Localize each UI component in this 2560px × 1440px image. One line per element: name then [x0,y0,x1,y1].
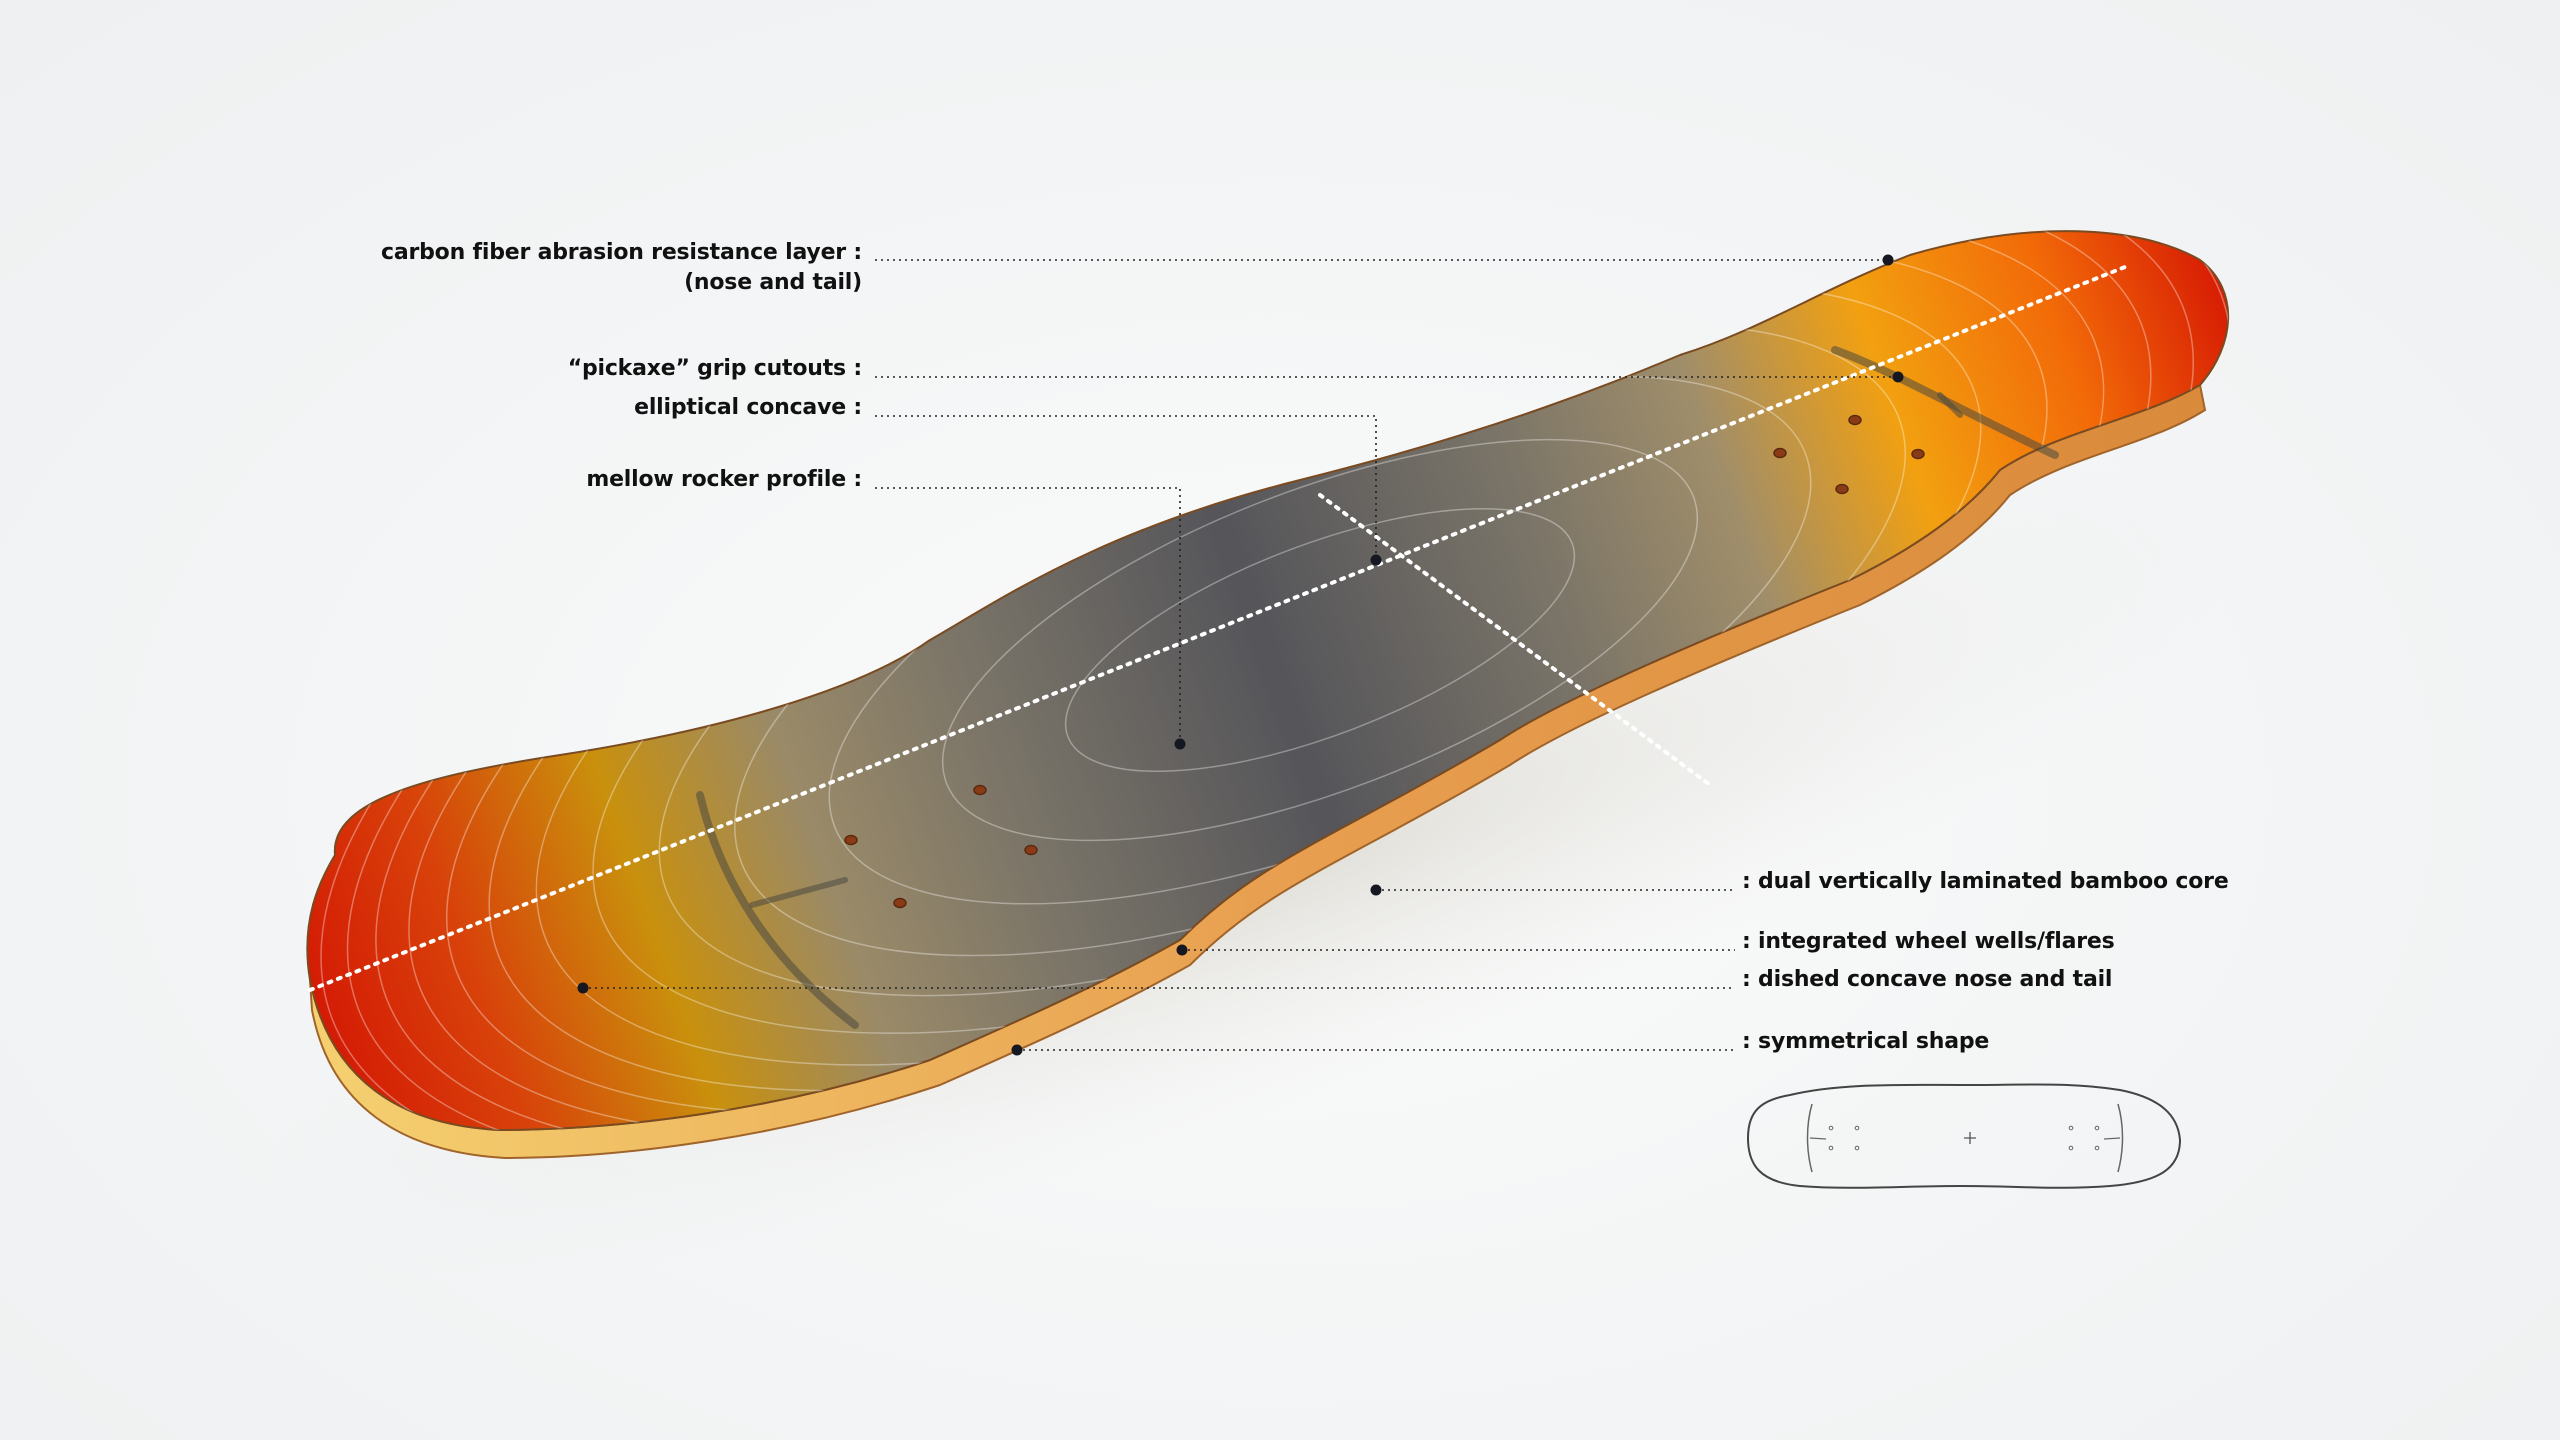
outline-grip-right [2117,1103,2124,1173]
truck-hole [973,784,987,796]
leader-rocker [875,487,1181,744]
truck-hole [1773,447,1787,459]
anchor-dot-carbon-fiber [1882,254,1894,266]
outline-grip-right-spur [2103,1137,2121,1140]
truck-holes [844,414,1925,909]
transverse-axis [1318,493,1712,787]
outline-grip-left [1806,1103,1813,1173]
label-wheel-wells: : integrated wheel wells/flares [1742,929,2115,954]
anchor-dot-bamboo [1370,884,1382,896]
anchor-dot-dished [577,982,589,994]
label-elliptical-concave: elliptical concave : [634,395,862,420]
label-carbon-fiber: carbon fiber abrasion resistance layer :… [381,238,862,298]
label-pickaxe: “pickaxe” grip cutouts : [567,356,863,381]
truck-hole [1848,414,1862,426]
longitudinal-axis [308,263,2132,992]
truck-hole [893,897,907,909]
label-dished-concave: : dished concave nose and tail [1742,967,2113,992]
truck-hole [1024,844,1038,856]
grip-cutout-nose-spur [1937,392,1963,418]
center-mark-icon [1964,1132,1976,1144]
grip-cutout-tail-spur [749,877,848,908]
anchor-dot-rocker [1174,738,1186,750]
label-bamboo-core: : dual vertically laminated bamboo core [1742,869,2229,894]
anchor-dot-pickaxe [1892,371,1904,383]
label-carbon-fiber-text: carbon fiber abrasion resistance layer : [381,240,862,265]
pickaxe-grip-cutouts [696,346,2059,1029]
anchor-dot-elliptical [1370,554,1382,566]
label-mellow-rocker: mellow rocker profile : [586,467,862,492]
deck-outline [1746,1083,2182,1189]
outline-truck-holes [1828,1125,2100,1151]
symmetrical-shape-outline [1746,1083,2182,1189]
label-symmetrical-shape: : symmetrical shape [1742,1029,1990,1054]
truck-hole [1835,483,1849,495]
leader-lines [583,259,1898,1051]
truck-hole [844,834,858,846]
anchor-dot-symmetrical [1011,1044,1023,1056]
outline-grip-left-spur [1809,1137,1827,1140]
anchor-dot-wheel-wells [1176,944,1188,956]
anchor-dots [577,254,1904,1056]
truck-hole [1911,448,1925,460]
grip-cutout-tail [696,791,859,1029]
center-axis-lines [308,263,2132,992]
grip-cutout-nose [1831,346,2059,459]
label-carbon-fiber-subtext: (nose and tail) [684,270,862,295]
